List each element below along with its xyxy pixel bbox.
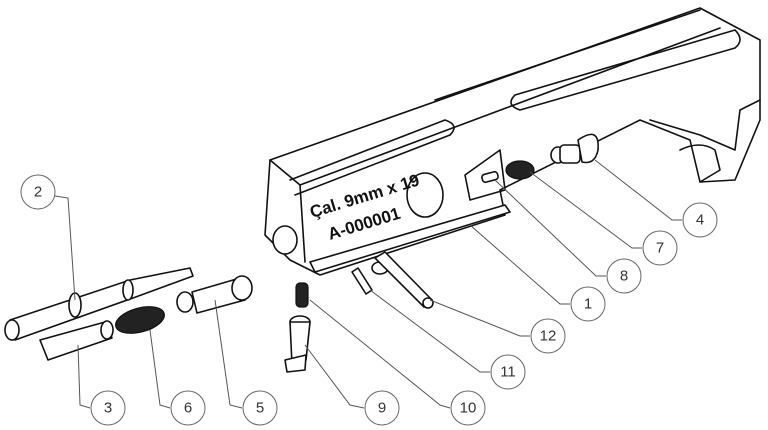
svg-text:6: 6 xyxy=(184,400,192,417)
callout-6: 6 xyxy=(170,390,206,426)
leader-lines xyxy=(54,159,682,409)
svg-text:8: 8 xyxy=(620,268,628,285)
svg-text:12: 12 xyxy=(540,328,557,345)
part-11-pin xyxy=(351,267,373,295)
part-5-bushing xyxy=(176,275,253,314)
receiver-housing: Çal. 9mm x 19 A-000001 xyxy=(264,7,761,276)
callout-5: 5 xyxy=(242,390,278,426)
svg-text:4: 4 xyxy=(696,212,704,229)
svg-text:1: 1 xyxy=(584,296,592,313)
svg-text:5: 5 xyxy=(256,400,264,417)
part-4-lever xyxy=(550,133,599,164)
callout-3: 3 xyxy=(90,390,126,426)
callout-2: 2 xyxy=(20,174,56,210)
callout-10: 10 xyxy=(450,390,486,426)
callout-12: 12 xyxy=(530,318,566,354)
part-10-spring xyxy=(295,282,309,308)
callout-7: 7 xyxy=(642,230,678,266)
part-6-spring xyxy=(115,306,165,334)
callout-9: 9 xyxy=(364,390,400,426)
callout-11: 11 xyxy=(490,354,526,390)
svg-text:9: 9 xyxy=(378,400,386,417)
part-2-firing-pin xyxy=(4,267,194,341)
svg-text:11: 11 xyxy=(500,364,516,381)
svg-text:2: 2 xyxy=(34,184,42,201)
callout-1: 1 xyxy=(570,286,606,322)
svg-text:3: 3 xyxy=(104,400,112,417)
part-7-spring xyxy=(505,160,535,180)
part-9-plunger xyxy=(284,315,311,373)
part-3-extractor xyxy=(39,320,114,361)
callout-4: 4 xyxy=(682,202,718,238)
callout-8: 8 xyxy=(606,258,642,294)
svg-text:7: 7 xyxy=(656,240,664,257)
svg-text:10: 10 xyxy=(460,400,477,417)
